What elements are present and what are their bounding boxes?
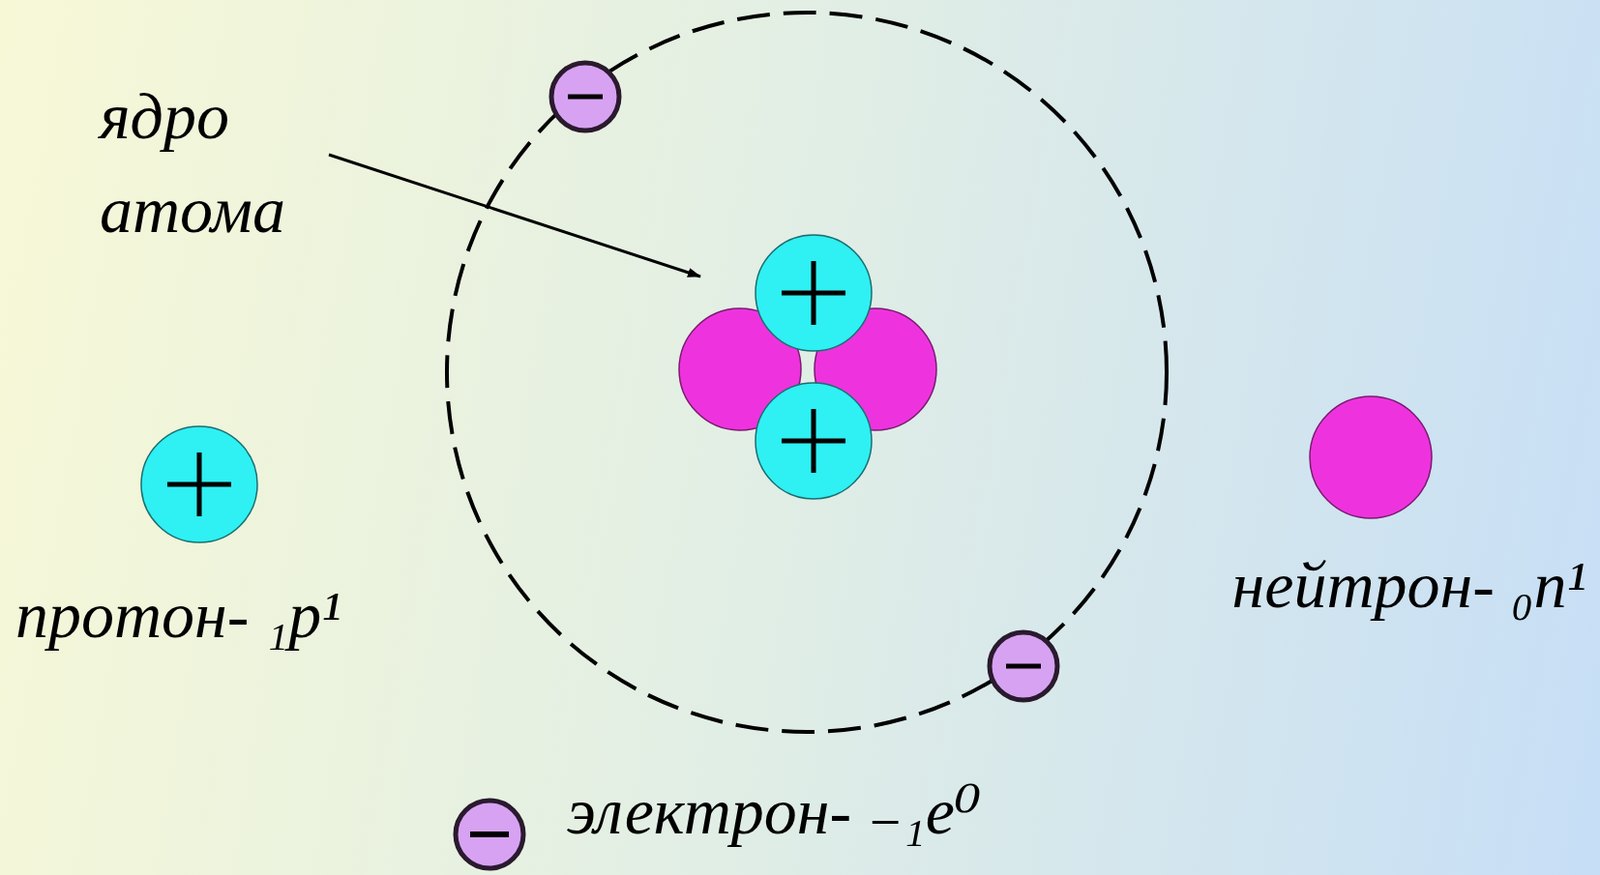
- electron-symbol: [551, 62, 620, 131]
- electron-symbol: [989, 632, 1058, 701]
- neutron-symbol: [1309, 396, 1432, 519]
- orbit: [446, 12, 1167, 733]
- callout-label: ядро атома: [99, 69, 342, 258]
- leader-arrow: [328, 154, 701, 277]
- nucleus: [679, 235, 937, 500]
- electron-symbol: [455, 800, 524, 869]
- particle-label: электрон- ₋₁e⁰: [566, 771, 981, 852]
- particle-label: протон- ₁p¹: [15, 575, 342, 655]
- particle-label: нейтрон- ₀n¹: [1232, 545, 1587, 625]
- proton-symbol: [141, 426, 258, 543]
